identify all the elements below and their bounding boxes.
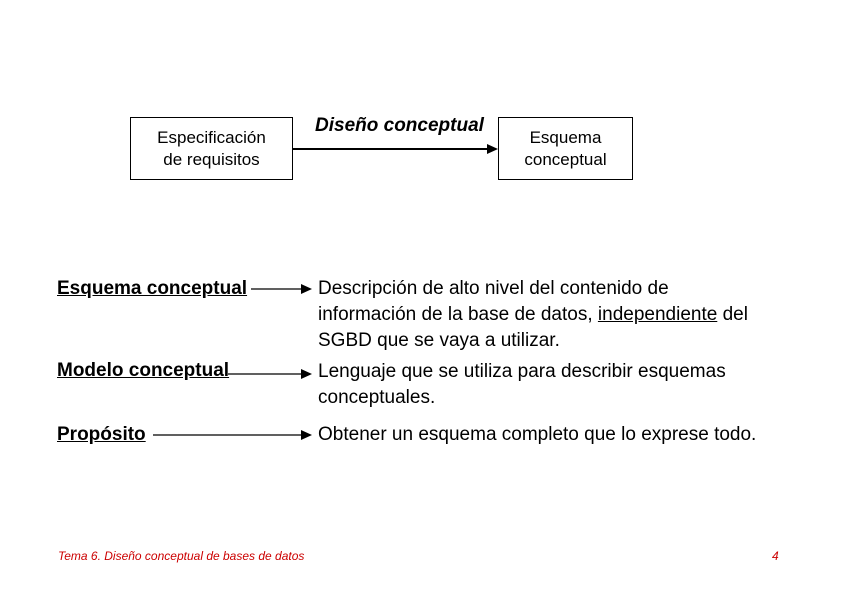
arrow-icon <box>228 369 312 379</box>
arrow-icon <box>153 430 312 440</box>
conceptual-design-label: Diseño conceptual <box>315 115 484 136</box>
conceptual-schema-line-2: conceptual <box>524 149 607 169</box>
definition-line: Descripción de alto nivel del contenido … <box>318 278 669 299</box>
definition-line: SGBD que se vaya a utilizar. <box>318 330 560 351</box>
definition-text: del <box>717 304 748 325</box>
definition-conceptual-model: Lenguaje que se utiliza para describir e… <box>318 359 726 411</box>
definition-line: Obtener un esquema completo que lo expre… <box>318 424 757 445</box>
conceptual-schema-box: Esquema conceptual <box>498 117 633 180</box>
page-number: 4 <box>772 549 779 563</box>
term-conceptual-schema: Esquema conceptual <box>57 278 248 299</box>
definition-conceptual-schema: Descripción de alto nivel del contenido … <box>318 276 748 354</box>
definition-text: información de la base de datos, <box>318 304 598 325</box>
term-conceptual-model: Modelo conceptual <box>57 360 230 381</box>
definition-line: conceptuales. <box>318 387 436 408</box>
requirements-spec-line-2: de requisitos <box>163 149 260 169</box>
definition-purpose: Obtener un esquema completo que lo expre… <box>318 422 756 448</box>
definition-line: Lenguaje que se utiliza para describir e… <box>318 361 726 382</box>
definition-line: información de la base de datos, indepen… <box>318 302 748 328</box>
underlined-word: independiente <box>597 304 718 325</box>
diagram-arrow <box>293 144 498 154</box>
requirements-spec-box: Especificación de requisitos <box>130 117 293 180</box>
conceptual-schema-line-1: Esquema <box>529 127 602 147</box>
term-purpose: Propósito <box>57 424 146 445</box>
requirements-spec-line-1: Especificación <box>157 127 266 147</box>
footer-title: Tema 6. Diseño conceptual de bases de da… <box>58 549 305 563</box>
arrow-icon <box>251 284 312 294</box>
